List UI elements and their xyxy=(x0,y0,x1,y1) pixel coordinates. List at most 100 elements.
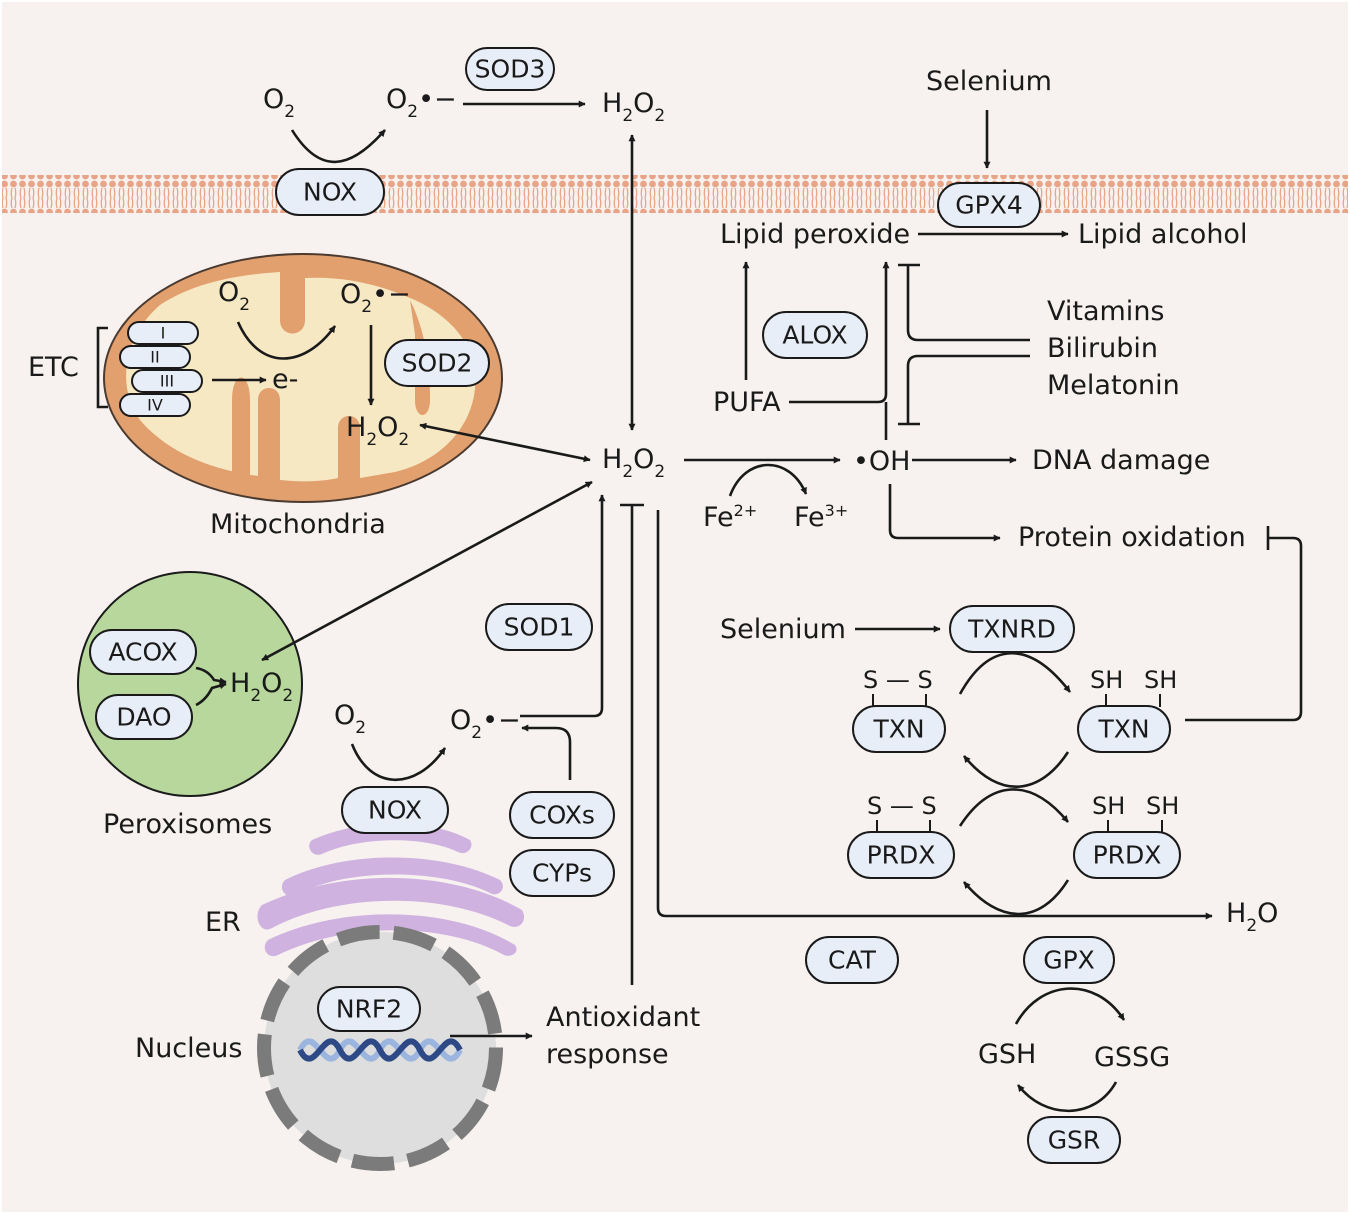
svg-text:GSR: GSR xyxy=(1048,1126,1101,1155)
superoxide-top: O2•− xyxy=(386,84,457,122)
o2-top: O2 xyxy=(263,84,295,122)
prdx-ox-disulfide: S — S xyxy=(867,792,937,820)
arrow-er-nox-o2-to-superoxide xyxy=(350,743,447,782)
svg-text:ALOX: ALOX xyxy=(782,321,847,350)
er-cisterna-3 xyxy=(257,877,525,930)
mitochondrion-matrix xyxy=(126,272,476,482)
arrow-dao-to-h2o2 xyxy=(195,682,227,707)
superoxide-mito: O2•− xyxy=(340,279,411,317)
svg-text:TXN: TXN xyxy=(1097,715,1149,744)
acox-enzyme: ACOX xyxy=(89,629,197,675)
arrow-mito-o2-to-superoxide xyxy=(236,321,337,360)
nox-membrane-enzyme: NOX xyxy=(275,168,385,216)
svg-text:TXNRD: TXNRD xyxy=(967,615,1056,644)
prdx-reduced: PRDX xyxy=(1073,831,1181,879)
gsh-label: GSH xyxy=(978,1039,1036,1070)
txnrd-enzyme: TXNRD xyxy=(949,605,1075,653)
fe2-label: Fe2+ xyxy=(703,501,757,533)
inhibit-bracket-top xyxy=(906,265,1030,342)
arrow-prdx-oxidation xyxy=(963,879,1070,916)
lipid-peroxide-label: Lipid peroxide xyxy=(720,219,910,250)
selenium-mid-label: Selenium xyxy=(720,614,846,645)
coxs-enzyme: COXs xyxy=(509,791,615,839)
arrow-acox-to-h2o2 xyxy=(195,666,227,685)
selenium-top-label: Selenium xyxy=(926,66,1052,97)
svg-text:I: I xyxy=(161,324,166,343)
svg-text:COXs: COXs xyxy=(529,801,595,830)
etc-complex-iv: IV xyxy=(119,393,191,417)
pufa-label: PUFA xyxy=(713,387,781,418)
txn-reduced: TXN xyxy=(1077,705,1171,753)
svg-text:SOD1: SOD1 xyxy=(504,613,575,642)
dao-enzyme: DAO xyxy=(95,694,193,740)
sod3-enzyme: SOD3 xyxy=(465,47,555,91)
sod2-enzyme: SOD2 xyxy=(384,339,490,387)
nrf2-enzyme: NRF2 xyxy=(317,986,421,1032)
hydroxyl-radical: •OH xyxy=(853,446,910,477)
nox-er-enzyme: NOX xyxy=(341,786,449,834)
h2o2-mito: H2O2 xyxy=(346,412,409,450)
arrow-gssg-to-gsh xyxy=(1016,1081,1118,1113)
pufa-to-oh-branch xyxy=(789,261,890,404)
arrow-gsh-to-gssg xyxy=(1014,987,1126,1025)
h2o2-central: H2O2 xyxy=(602,444,665,482)
svg-text:PRDX: PRDX xyxy=(1093,841,1162,870)
prdx-oxidized: PRDX xyxy=(847,831,955,879)
etc-complex-iii: III xyxy=(131,369,203,393)
txn-ox-disulfide: S — S xyxy=(863,666,933,694)
er-cisterna-2 xyxy=(281,857,503,897)
etc-bracket xyxy=(96,326,108,409)
gpx4-enzyme: GPX4 xyxy=(937,182,1041,228)
prdx-red-thiol-right: SH xyxy=(1146,792,1179,820)
arrow-coxs-to-superoxide xyxy=(521,724,572,780)
svg-text:III: III xyxy=(160,372,174,391)
er-label: ER xyxy=(205,907,241,938)
nucleus-label: Nucleus xyxy=(135,1033,242,1064)
arrow-sod1-to-h2o2 xyxy=(520,494,606,718)
h2o2-peroxisome: H2O2 xyxy=(230,668,293,706)
lipid-alcohol-label: Lipid alcohol xyxy=(1078,219,1247,250)
antioxidant-response-line2: response xyxy=(546,1039,669,1070)
txn-red-thiol-left: SH xyxy=(1090,666,1123,694)
melatonin-label: Melatonin xyxy=(1047,370,1180,401)
arrow-h2o2-to-water xyxy=(656,510,1213,920)
er-cisterna-4 xyxy=(264,914,517,957)
svg-text:IV: IV xyxy=(147,396,163,415)
gpx-enzyme: GPX xyxy=(1023,936,1115,984)
inhibit-bracket-bottom xyxy=(906,354,1030,424)
arrow-hydroxyl-to-protein xyxy=(888,484,1001,542)
svg-text:DAO: DAO xyxy=(116,703,171,732)
svg-text:ACOX: ACOX xyxy=(108,638,177,667)
peroxisomes-label: Peroxisomes xyxy=(103,809,272,840)
svg-text:TXN: TXN xyxy=(872,715,924,744)
etc-complex-ii: II xyxy=(119,345,191,369)
svg-text:CAT: CAT xyxy=(828,946,877,975)
txn-inhibits-protein-oxidation xyxy=(1185,536,1303,722)
svg-text:SOD2: SOD2 xyxy=(402,349,473,378)
o2-er: O2 xyxy=(334,700,366,738)
mitochondria-label: Mitochondria xyxy=(210,509,386,540)
protein-oxidation-label: Protein oxidation xyxy=(1018,522,1246,553)
o2-mito: O2 xyxy=(218,277,250,315)
svg-text:GPX: GPX xyxy=(1043,946,1095,975)
svg-text:PRDX: PRDX xyxy=(867,841,936,870)
arrow-fe2-to-fe3 xyxy=(728,463,808,497)
sod1-enzyme: SOD1 xyxy=(485,603,593,651)
fe3-label: Fe3+ xyxy=(794,501,848,533)
arrow-txn-to-prdx-exchange-b xyxy=(958,788,1070,827)
svg-text:GPX4: GPX4 xyxy=(955,191,1022,220)
etc-label: ETC xyxy=(28,352,79,383)
electron-label: e- xyxy=(272,364,298,395)
txn-oxidized: TXN xyxy=(852,705,946,753)
svg-text:CYPs: CYPs xyxy=(532,859,592,888)
arrow-peroxisome-h2o2-to-cytosol xyxy=(261,480,593,662)
svg-text:NOX: NOX xyxy=(303,178,357,207)
dna-strand-dark xyxy=(297,1038,463,1062)
superoxide-er: O2•− xyxy=(450,705,521,743)
arrow-nox-o2-superoxide xyxy=(290,129,386,164)
cyps-enzyme: CYPs xyxy=(509,849,615,897)
etc-complex-i: I xyxy=(127,321,199,345)
vitamins-label: Vitamins xyxy=(1047,296,1165,327)
